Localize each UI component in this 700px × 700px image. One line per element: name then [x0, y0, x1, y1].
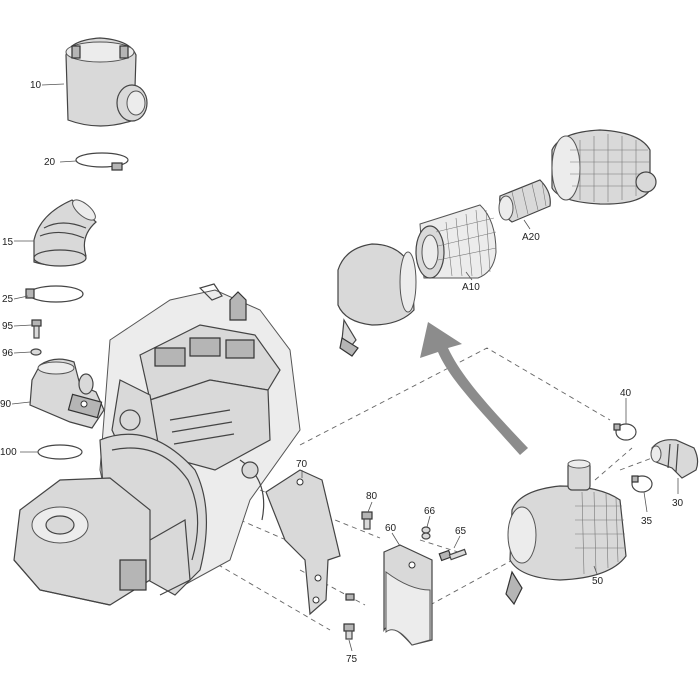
part-40-clamp	[613, 423, 637, 441]
callout-A20: A20	[522, 232, 540, 243]
callout-25: 25	[2, 294, 14, 305]
part-96-washer	[30, 348, 42, 356]
callout-A10: A10	[462, 282, 480, 293]
callout-30: 30	[672, 498, 684, 509]
callout-10: 10	[30, 80, 42, 91]
part-A20-filter	[498, 179, 551, 223]
callout-90: 90	[0, 399, 12, 410]
part-75-bolt	[343, 623, 355, 640]
callout-20: 20	[44, 157, 56, 168]
part-A10-filter	[415, 204, 497, 279]
callout-70: 70	[296, 459, 308, 470]
callout-35: 35	[641, 516, 653, 527]
callout-66: 66	[424, 506, 436, 517]
part-70-bracket	[265, 469, 341, 616]
callout-80: 80	[366, 491, 378, 502]
callout-75: 75	[346, 654, 358, 665]
part-10-housing	[65, 37, 148, 127]
part-100-o-ring	[37, 444, 83, 460]
small-nut	[345, 593, 355, 601]
part-35-clamp	[631, 475, 653, 493]
callout-100: 100	[0, 447, 17, 458]
callout-15: 15	[2, 237, 14, 248]
part-60-bracket	[383, 544, 433, 646]
callout-50: 50	[592, 576, 604, 587]
part-25-clamp	[25, 285, 84, 303]
part-65-bolt	[438, 548, 467, 562]
perforated-canister	[551, 129, 657, 205]
callout-labels: 10 20 15 25 95 96 90 100 70 80 60 66 65 …	[0, 80, 684, 665]
leader-lines	[11, 83, 679, 652]
part-95-bolt	[31, 319, 42, 339]
callout-65: 65	[455, 526, 467, 537]
part-30-elbow	[650, 439, 699, 479]
callout-60: 60	[385, 523, 397, 534]
callout-96: 96	[2, 348, 14, 359]
part-15-elbow-hose	[33, 199, 97, 267]
part-50-air-cleaner	[505, 459, 627, 606]
upper-air-cleaner-cap	[337, 243, 417, 357]
part-90-adapter	[29, 358, 105, 429]
callout-95: 95	[2, 321, 14, 332]
assembly-arrow	[420, 322, 528, 455]
part-80-bolt	[361, 511, 373, 530]
callout-40: 40	[620, 388, 632, 399]
part-20-clamp	[75, 152, 129, 171]
engine-block	[13, 283, 301, 606]
part-66-spring	[421, 526, 431, 540]
